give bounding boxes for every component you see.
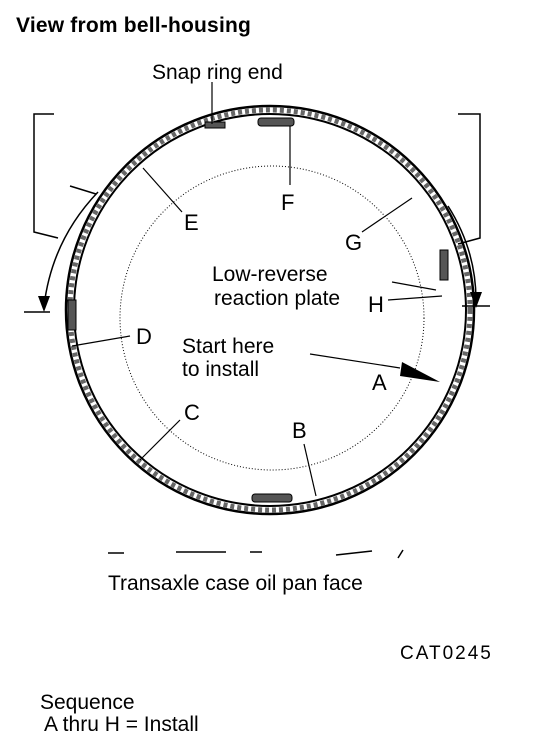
leader-c	[139, 419, 181, 461]
leader-lines	[71, 82, 443, 497]
low-reverse-label-line1: Low-reverse	[212, 263, 328, 286]
leader-h	[387, 295, 443, 301]
left-curved-arrow	[43, 191, 99, 307]
point-d-label: D	[136, 324, 152, 349]
snap-ring-hatch	[67, 107, 473, 513]
point-a-label: A	[372, 370, 387, 395]
snap-ring-outer-edge	[64, 104, 476, 516]
figure-code: CAT0245	[400, 643, 493, 664]
point-g-label: G	[345, 230, 363, 255]
leader-d	[71, 335, 131, 347]
point-f-label: F	[281, 190, 295, 215]
leader-b	[303, 443, 317, 497]
right-bracket	[457, 113, 481, 245]
point-b-label: B	[292, 418, 307, 443]
leader-e	[142, 167, 183, 213]
start-here-label-line1: Start here	[182, 335, 275, 358]
leader-low-reverse	[391, 281, 437, 291]
low-reverse-label-line2: reaction plate	[214, 287, 341, 310]
right-curved-arrowhead	[470, 292, 482, 308]
left-bracket	[33, 113, 59, 239]
sequence-label: Sequence	[40, 691, 135, 714]
oil-pan-face-label: Transaxle case oil pan face	[108, 572, 363, 595]
start-here-label-line2: to install	[182, 358, 260, 381]
snap-ring-end-label: Snap ring end	[152, 61, 283, 84]
leader-start	[309, 353, 401, 369]
sequence-install-label: A thru H = Install	[44, 713, 199, 736]
left-arrow-tail	[69, 185, 97, 195]
snap-ring-bumps	[67, 117, 449, 503]
diagram-title: View from bell-housing	[16, 14, 252, 37]
right-curved-arrow	[447, 205, 477, 301]
reaction-plate-circle	[119, 165, 425, 471]
left-curved-arrowhead	[38, 296, 50, 312]
leader-g	[361, 197, 413, 233]
point-e-label: E	[184, 210, 199, 235]
point-c-label: C	[184, 400, 200, 425]
oil-pan-face-line	[108, 549, 404, 559]
start-arrowhead	[400, 362, 440, 382]
point-h-label: H	[368, 292, 384, 317]
